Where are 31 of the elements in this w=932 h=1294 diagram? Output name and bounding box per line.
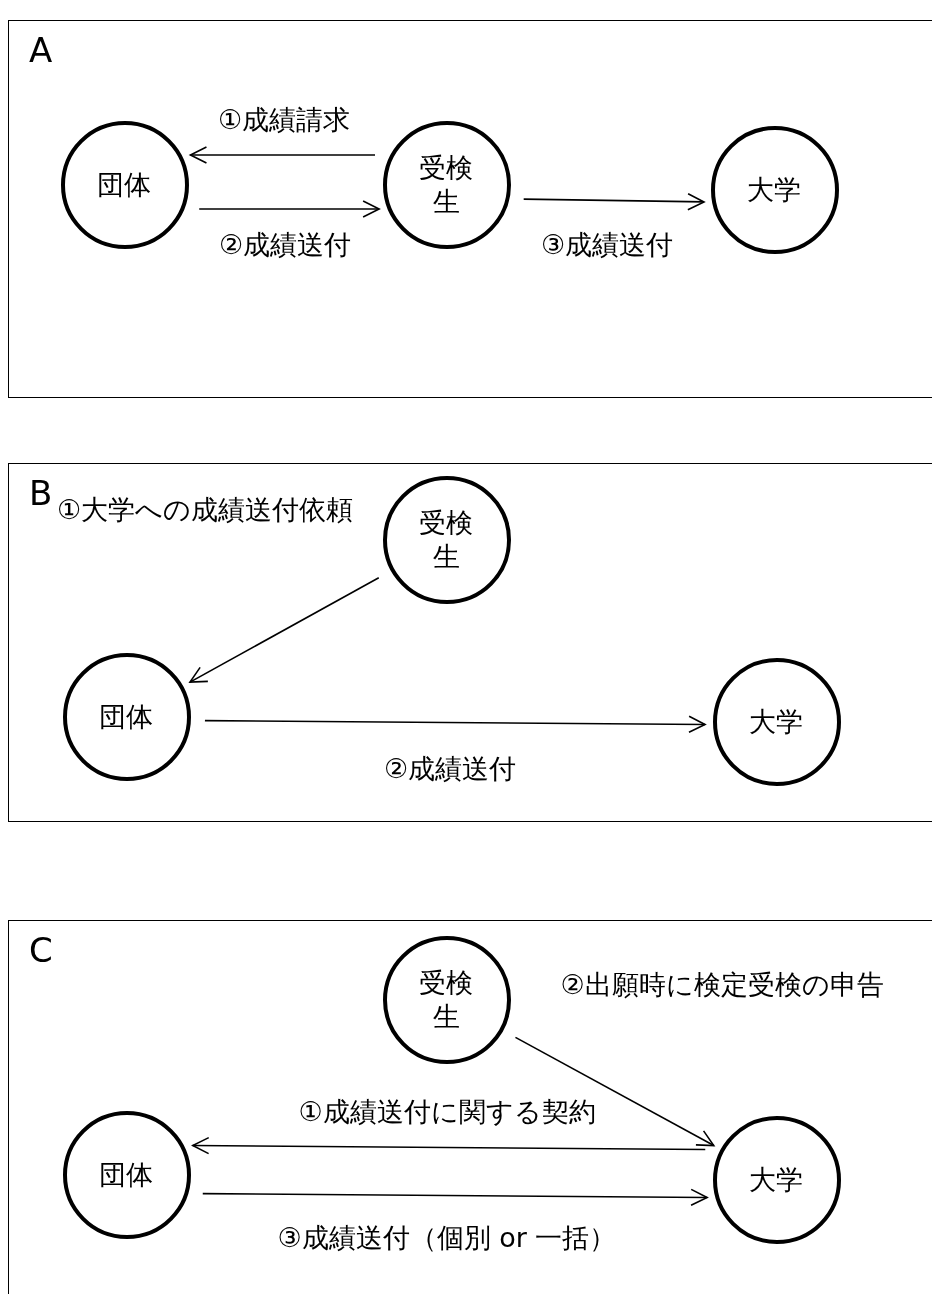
- panel-letter: A: [29, 33, 53, 67]
- arrow: [191, 1136, 707, 1155]
- edge-label: ③成績送付: [540, 228, 674, 262]
- panel-frame: [8, 20, 932, 398]
- panel-letter: B: [29, 476, 53, 510]
- panel-frame: [8, 920, 932, 1294]
- arrow: [204, 715, 706, 734]
- edge-label: ①成績請求: [217, 103, 351, 137]
- arrow: [189, 576, 380, 683]
- circle-node: 団体: [60, 120, 189, 249]
- circle-node: 大学: [712, 1115, 841, 1244]
- circle-node: 受検生: [382, 120, 511, 249]
- circle-node: 大学: [712, 657, 841, 786]
- edge-label: ②出願時に検定受検の申告: [560, 968, 884, 1002]
- edge-label: ②成績送付: [383, 752, 517, 786]
- arrow: [198, 200, 380, 218]
- circle-node: 大学: [710, 125, 839, 254]
- arrow: [201, 1188, 708, 1207]
- circle-node: 団体: [62, 1110, 191, 1239]
- edge-label: ②成績送付: [218, 228, 352, 262]
- circle-node: 受検生: [382, 475, 511, 604]
- arrow: [522, 192, 705, 211]
- arrow: [514, 1036, 715, 1147]
- edge-label: ③成績送付（個別 or 一括）: [277, 1221, 617, 1255]
- arrow: [189, 146, 376, 164]
- circle-node: 団体: [62, 652, 191, 781]
- edge-label: ①成績送付に関する契約: [298, 1095, 596, 1129]
- panel-letter: C: [29, 933, 53, 967]
- panel-frame: [8, 463, 932, 822]
- circle-node: 受検生: [382, 935, 511, 1064]
- edge-label: ①大学への成績送付依頼: [56, 493, 354, 527]
